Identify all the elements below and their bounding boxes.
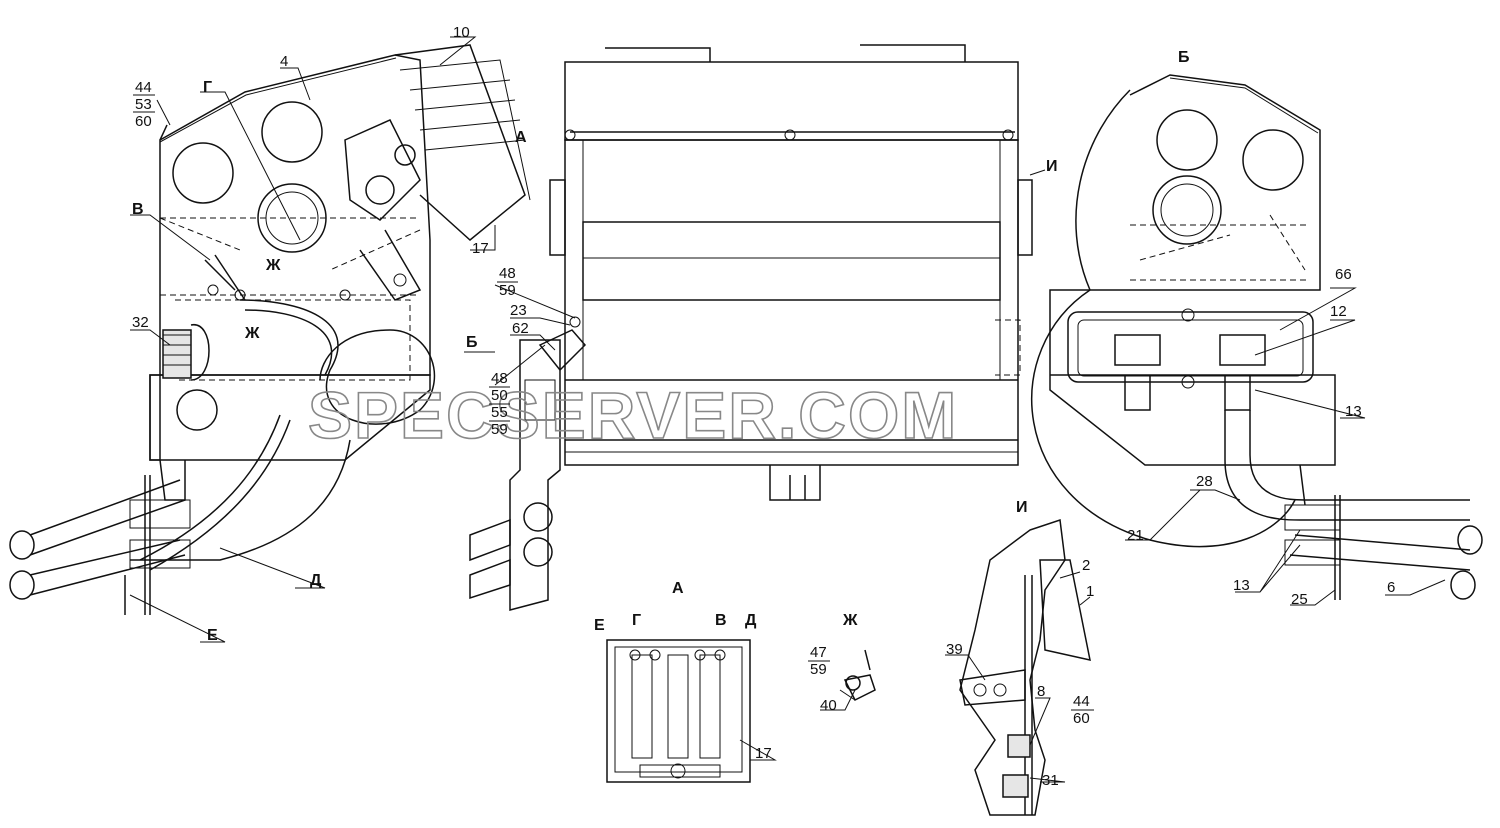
view-label-b: Б [1178,49,1190,66]
callout-12: 12 [1330,303,1347,320]
callout-50: 50 [491,387,508,404]
callout-17-bottom: 17 [755,745,772,762]
callout-44: 44 [135,79,152,96]
callout-23: 23 [510,302,527,319]
a-label-e: Е [594,617,605,634]
view-label-i: И [1016,499,1028,516]
callout-10: 10 [453,24,470,41]
view-label-a-arrow: А [515,129,527,146]
view-label-a: А [672,580,684,597]
section-label-zh-bottom: Ж [244,325,260,342]
callout-48-top: 48 [499,265,516,282]
callout-28: 28 [1196,473,1213,490]
callout-59-top: 59 [499,282,516,299]
section-label-v: В [132,201,144,218]
callout-39: 39 [946,641,963,658]
callout-31: 31 [1042,772,1059,789]
left-heater-view [9,44,531,615]
detail-view-zh [839,649,876,702]
detail-view-i [959,518,1091,816]
callout-48-mid: 48 [491,370,508,387]
section-label-e: Е [207,627,218,644]
callout-32: 32 [132,314,149,331]
callout-53: 53 [135,96,152,113]
a-label-g: Г [632,612,641,629]
callout-59-mid: 59 [491,421,508,438]
section-label-g: Г [203,79,212,96]
section-label-zh-top: Ж [265,257,281,274]
callout-1: 1 [1086,583,1094,600]
callout-44-bottom: 44 [1073,693,1090,710]
callout-47: 47 [810,644,827,661]
callout-13-right: 13 [1345,403,1362,420]
callout-60-bottom: 60 [1073,710,1090,727]
right-view-b [1030,74,1483,600]
callout-40: 40 [820,697,837,714]
view-label-zh: Ж [842,612,858,629]
callout-59-bottom: 59 [810,661,827,678]
detail-view-a [606,639,751,783]
callout-60: 60 [135,113,152,130]
callout-17-top: 17 [472,240,489,257]
callout-25: 25 [1291,591,1308,608]
callout-13-bottom: 13 [1233,577,1250,594]
callout-2: 2 [1082,557,1090,574]
callout-8: 8 [1037,683,1045,700]
a-label-d: Д [745,612,757,629]
a-label-v: В [715,612,727,629]
callout-4: 4 [280,53,288,70]
leader-lines [129,36,1446,783]
view-label-i-arrow: И [1046,158,1058,175]
callout-62: 62 [512,320,529,337]
callout-55: 55 [491,404,508,421]
watermark-text: SPECSERVER.COM [308,378,958,452]
callout-6: 6 [1387,579,1395,596]
section-label-d: Д [310,572,322,589]
callout-21: 21 [1127,527,1144,544]
center-front-view [469,44,1033,611]
callout-66: 66 [1335,266,1352,283]
view-label-b-arrow: Б [466,334,478,351]
